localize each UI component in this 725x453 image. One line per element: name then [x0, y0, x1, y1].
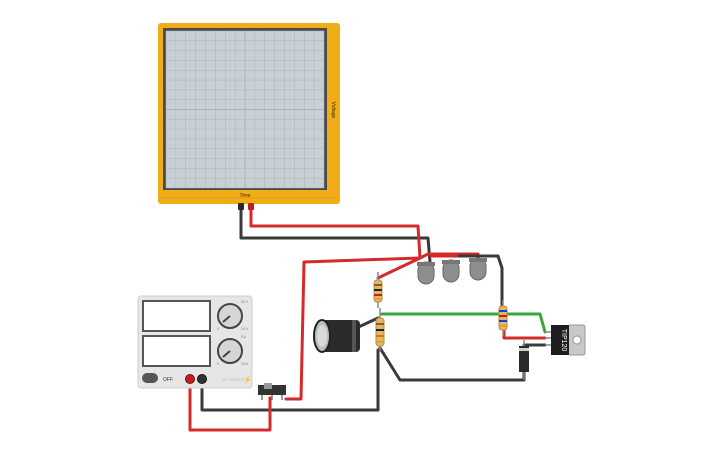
diode[interactable] [519, 340, 529, 380]
wire-led-black-right[interactable] [430, 254, 504, 308]
knob2-max-label: 10 A [241, 362, 249, 366]
led-3[interactable] [469, 257, 487, 281]
current-knob-marker-icon [222, 350, 231, 358]
led-2[interactable] [442, 259, 460, 283]
psu-terminal-black[interactable] [197, 374, 207, 384]
power-switch-label: OFF [163, 377, 173, 383]
wire-green[interactable] [380, 312, 547, 334]
slide-switch-body [258, 385, 286, 395]
wire-psu-black[interactable] [200, 348, 380, 412]
transistor-label: TIP120 [560, 329, 567, 352]
slide-switch[interactable] [258, 383, 286, 400]
oscilloscope-voltage-label: Voltage [330, 102, 336, 119]
psu-terminal-red[interactable] [185, 374, 195, 384]
current-display [142, 335, 211, 367]
wire-scope-red[interactable] [249, 206, 422, 260]
tip120-transistor[interactable]: TIP120 [545, 324, 586, 356]
knob1-high-label: 30 V [241, 300, 249, 304]
voltage-knob-marker-icon [222, 315, 231, 323]
wire-transistor-red[interactable] [502, 328, 547, 340]
knob2-min-label: 0 [217, 362, 219, 366]
power-switch[interactable] [142, 373, 158, 383]
oscilloscope[interactable]: Time Voltage [158, 23, 340, 210]
resistor-top[interactable] [373, 272, 383, 308]
resistor-right[interactable] [498, 300, 508, 336]
knob2-high-label: 5 A [241, 335, 247, 339]
knob1-max-label: 10 V [241, 327, 249, 331]
slide-switch-lever[interactable] [264, 383, 272, 389]
wire-bottom-black[interactable] [378, 346, 526, 382]
electrolytic-capacitor[interactable] [313, 319, 360, 353]
voltage-display [142, 300, 211, 332]
psu-brand-label: DC POWER [222, 377, 244, 382]
resistor-bottom[interactable] [375, 308, 385, 352]
oscilloscope-grid [165, 30, 325, 189]
wire-scope-black[interactable] [239, 206, 432, 264]
scope-probe-black[interactable] [238, 203, 244, 210]
wire-switch-red[interactable] [284, 252, 480, 401]
knob1-min-label: 0 [217, 327, 219, 331]
wire-led-red-left[interactable] [376, 256, 422, 280]
scope-probe-red[interactable] [248, 203, 254, 210]
power-supply[interactable]: 30 V 0 10 V 5 A 0 10 A OFF DC POWER ⚡ [137, 295, 253, 389]
oscilloscope-time-label: Time [240, 193, 251, 199]
led-row [417, 254, 487, 285]
wire-psu-red[interactable] [188, 380, 272, 432]
wires [188, 206, 547, 432]
lightning-icon: ⚡ [243, 375, 252, 384]
led-1[interactable] [417, 261, 435, 285]
